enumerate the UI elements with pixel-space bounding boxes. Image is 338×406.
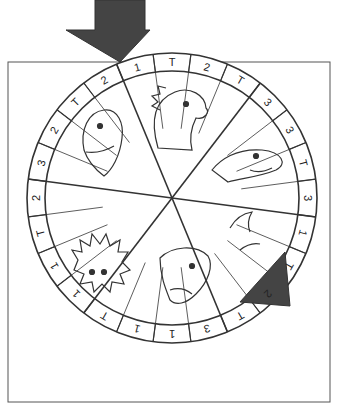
spoke-line xyxy=(38,143,107,172)
spoke-line xyxy=(237,143,306,172)
ring-divider xyxy=(117,64,124,81)
ring-divider xyxy=(189,324,191,342)
ring-divider xyxy=(273,110,287,121)
spoke-line xyxy=(241,179,316,189)
spoke-line xyxy=(117,263,146,332)
spoke-line xyxy=(237,225,306,254)
spokes xyxy=(28,54,316,342)
spoke-line xyxy=(172,198,227,332)
spoke-line xyxy=(153,267,163,342)
ring-divider xyxy=(38,247,55,254)
spoke-line xyxy=(227,110,287,156)
ring-label: 3 xyxy=(302,195,314,201)
spoke-line xyxy=(181,267,191,342)
spoke-line xyxy=(181,54,191,129)
spoke-line xyxy=(28,179,172,198)
ring-divider xyxy=(38,143,55,150)
ring-divider xyxy=(289,247,306,254)
ring-divider xyxy=(57,275,71,286)
ring-divider xyxy=(221,64,228,81)
ring-divider xyxy=(57,110,71,121)
ring-divider xyxy=(298,215,316,217)
ring-divider xyxy=(153,324,155,342)
ring-divider xyxy=(84,83,95,97)
pointer-arrow xyxy=(66,0,150,62)
ring-divider xyxy=(28,179,46,181)
spoke-line xyxy=(215,253,261,313)
dinosaur-heads xyxy=(72,86,282,303)
ring-divider xyxy=(117,315,124,332)
triangle-marker xyxy=(240,252,290,306)
ring-divider xyxy=(153,54,155,72)
ring-divider xyxy=(221,315,228,332)
spoke-line xyxy=(117,64,172,198)
spoke-line xyxy=(57,241,117,287)
ring-divider xyxy=(289,143,306,150)
ring-label: 1 xyxy=(169,328,175,340)
ring-divider xyxy=(28,215,46,217)
ring-label: 2 xyxy=(30,195,42,201)
ring-divider xyxy=(249,83,260,97)
ring-divider xyxy=(298,179,316,181)
ring-label: T xyxy=(169,56,176,68)
ring-divider xyxy=(189,54,191,72)
spoke-line xyxy=(38,225,107,254)
wheel xyxy=(27,53,317,343)
spoke-line xyxy=(28,207,103,217)
ring-divider xyxy=(84,299,95,313)
spoke-line xyxy=(57,110,117,156)
